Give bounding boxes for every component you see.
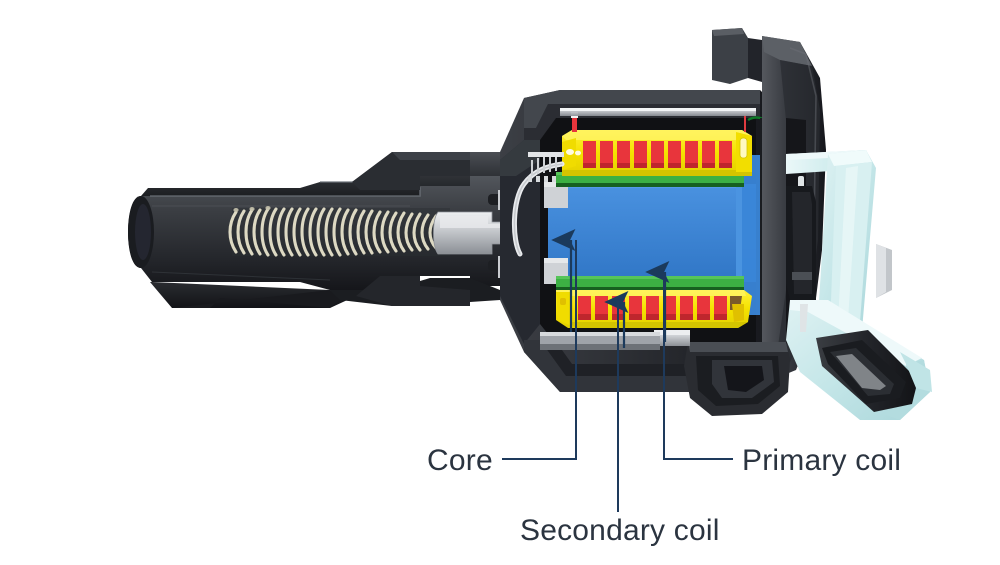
leader-lines bbox=[502, 240, 733, 512]
insulating-boot bbox=[128, 152, 500, 308]
label-core: Core bbox=[427, 444, 493, 477]
label-secondary-coil: Secondary coil bbox=[520, 514, 720, 547]
electrical-connector bbox=[786, 150, 932, 420]
lead-wire bbox=[511, 152, 565, 257]
primary-windings bbox=[583, 141, 732, 168]
metal-rail bbox=[560, 108, 756, 116]
contact-spring bbox=[228, 206, 450, 257]
mounting-boss bbox=[540, 330, 790, 416]
secondary-insulation bbox=[556, 276, 744, 290]
secondary-coil bbox=[556, 276, 752, 328]
core-block bbox=[548, 184, 756, 282]
leader-primary-coil bbox=[663, 274, 733, 460]
leader-core bbox=[502, 240, 577, 460]
label-primary-coil: Primary coil bbox=[742, 444, 901, 477]
labels: Core Secondary coil Primary coil bbox=[427, 444, 901, 547]
primary-coil bbox=[556, 112, 790, 187]
